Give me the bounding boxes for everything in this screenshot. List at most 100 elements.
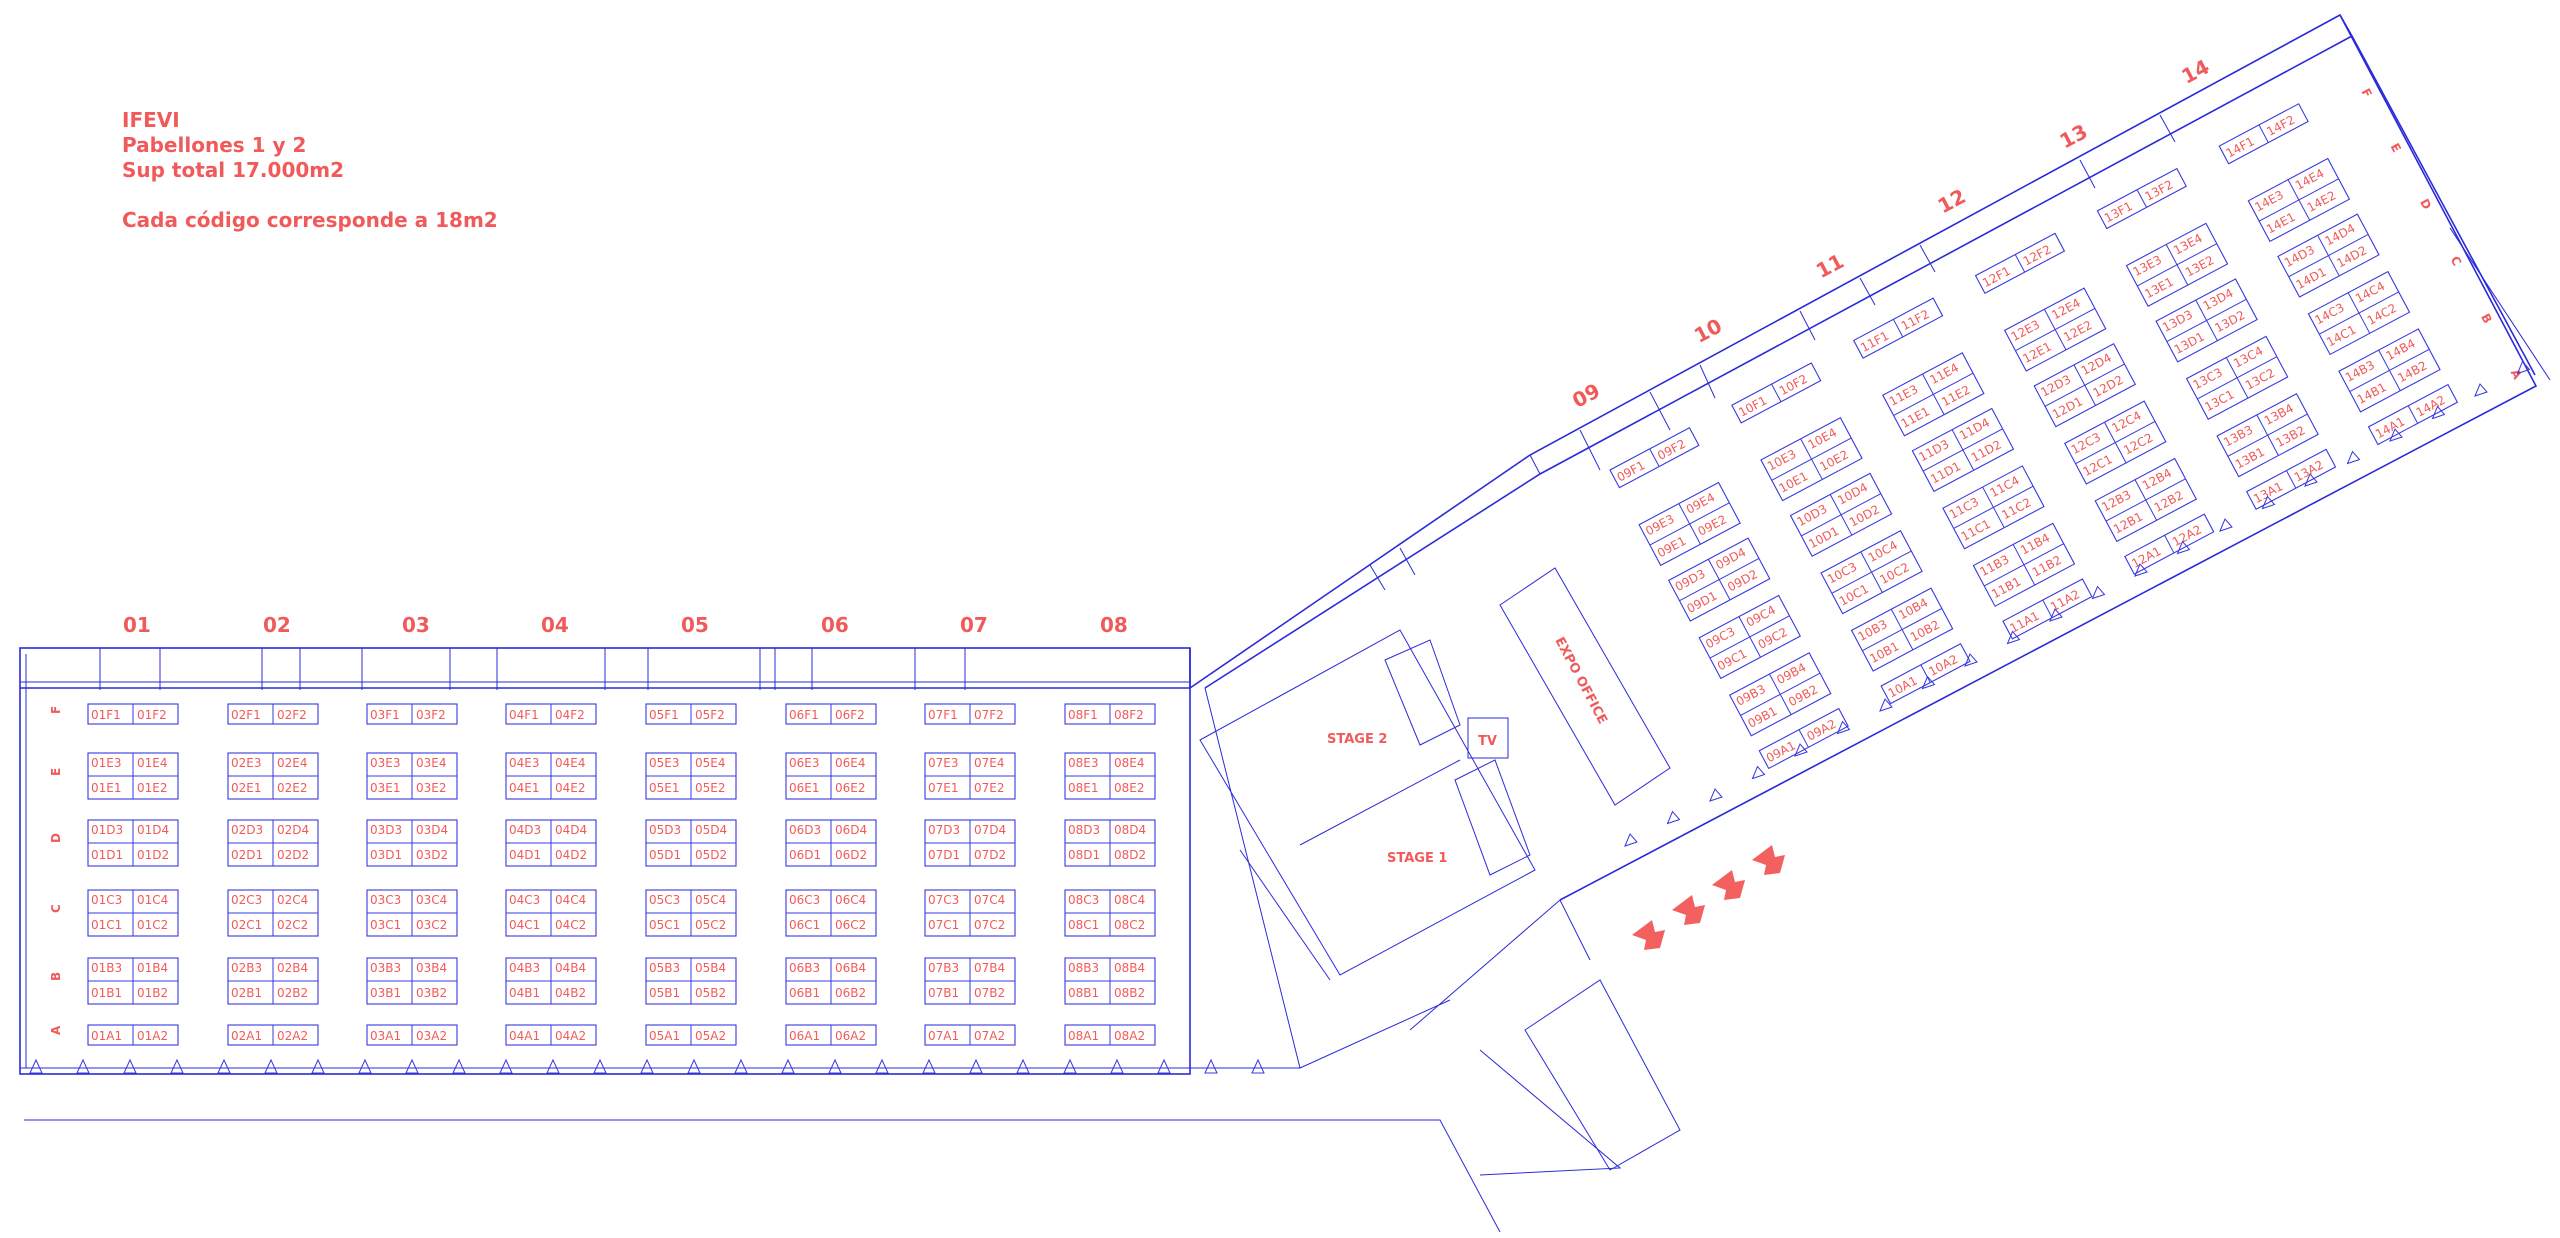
booth-label: 03B2	[416, 986, 447, 1000]
column-number: 02	[263, 613, 291, 637]
wall-marker	[828, 1058, 842, 1074]
booth-label: 07A1	[928, 1029, 959, 1043]
booth-label: 03E3	[370, 756, 401, 770]
wall-marker	[2176, 540, 2191, 555]
booth-label: 01D3	[91, 823, 123, 837]
booth-label: 05B3	[649, 961, 680, 975]
booth-label: 03D1	[370, 848, 402, 862]
booth-label: 01E4	[137, 756, 168, 770]
stage-1-label: STAGE 1	[1387, 851, 1447, 866]
booth-label: 04E1	[509, 781, 540, 795]
column-number: 03	[402, 613, 430, 637]
wall-marker	[1624, 833, 1638, 847]
booth-label: 01C1	[91, 918, 122, 932]
booth-label: 05A2	[695, 1029, 726, 1043]
booth-label: 04E2	[555, 781, 586, 795]
wall-marker	[2219, 518, 2233, 532]
hall-2-booths: 09F109F209E309E409E109E209D309D409D109D2…	[1609, 103, 2459, 770]
wall-marker	[2474, 383, 2488, 397]
wall-marker	[1666, 810, 1681, 825]
booth-label: 08C3	[1068, 893, 1099, 907]
booth-label: 07D2	[974, 848, 1006, 862]
hall-2-wall-markers	[1624, 360, 2531, 847]
booth-label: 08D3	[1068, 823, 1100, 837]
booth-label: 03C1	[370, 918, 401, 932]
wall-marker	[875, 1058, 889, 1074]
booth-label: 04E3	[509, 756, 540, 770]
booth-label: 07B1	[928, 986, 959, 1000]
row-letter: C	[2448, 254, 2465, 269]
wall-marker	[29, 1058, 43, 1074]
wall-marker	[2346, 450, 2361, 465]
entrance-arrow-icon	[1752, 845, 1785, 875]
wall-marker	[1016, 1058, 1030, 1074]
